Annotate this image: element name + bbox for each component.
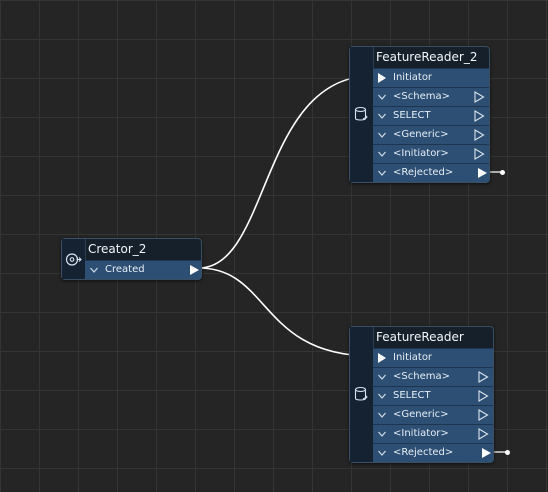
chevron-down-icon[interactable] [89,265,99,275]
node-title[interactable]: Creator_2 [88,242,147,256]
chevron-down-icon[interactable] [377,448,387,458]
port-label: Created [105,264,145,275]
input-port-connected-arrow[interactable] [378,353,386,363]
node-icon-column [350,47,374,182]
port-label: Initiator [393,352,433,363]
port-label: <Schema> [393,91,450,102]
output-port-generic[interactable]: <Generic> [373,405,493,424]
output-port-generic[interactable]: <Generic> [373,125,489,144]
port-label: <Rejected> [393,447,454,458]
port-label: <Rejected> [393,167,454,178]
output-port-arrow-icon[interactable] [473,91,485,103]
chevron-down-icon[interactable] [377,168,387,178]
node-icon-column [62,239,86,279]
input-port-initiator[interactable]: Initiator [373,348,493,367]
output-port-schema[interactable]: <Schema> [373,87,489,106]
chevron-down-icon[interactable] [377,410,387,420]
output-port-select[interactable]: SELECT [373,386,493,405]
database-icon [354,106,368,121]
output-port-initiator[interactable]: <Initiator> [373,424,493,443]
output-port-initiator[interactable]: <Initiator> [373,144,489,163]
port-label: <Initiator> [393,428,449,439]
chevron-down-icon[interactable] [377,130,387,140]
node-title[interactable]: FeatureReader_2 [376,50,478,64]
output-port-arrow-icon[interactable] [477,390,489,402]
connection-creator-to-featurereader-2[interactable] [198,75,373,269]
output-port-arrow-icon[interactable] [477,409,489,421]
input-port-initiator[interactable]: Initiator [373,68,489,87]
port-label: SELECT [393,390,431,401]
node-creator-2[interactable]: Creator_2 Created [61,238,202,280]
input-port-connected-arrow[interactable] [378,73,386,83]
wire-end-dot [500,170,505,175]
chevron-down-icon[interactable] [377,111,387,121]
node-icon-column [350,327,374,462]
output-port-schema[interactable]: <Schema> [373,367,493,386]
output-port-arrow-icon[interactable] [473,110,485,122]
output-port-arrow-icon[interactable] [477,371,489,383]
chevron-down-icon[interactable] [377,372,387,382]
output-port-connected-arrow[interactable] [190,265,199,275]
creator-icon [65,253,82,266]
node-featurereader[interactable]: FeatureReader Initiator <Schema> SELECT … [349,326,494,463]
output-port-connected-arrow[interactable] [482,448,491,458]
port-label: <Generic> [393,409,449,420]
port-label: <Schema> [393,371,450,382]
database-icon [354,386,368,401]
node-title[interactable]: FeatureReader [376,330,464,344]
wire-end-dot [505,450,510,455]
output-port-created[interactable]: Created [85,260,201,279]
chevron-down-icon[interactable] [377,92,387,102]
chevron-down-icon[interactable] [377,149,387,159]
output-port-arrow-icon[interactable] [477,428,489,440]
output-port-select[interactable]: SELECT [373,106,489,125]
connection-creator-to-featurereader[interactable] [198,267,373,357]
chevron-down-icon[interactable] [377,391,387,401]
port-label: Initiator [393,72,433,83]
port-label: <Generic> [393,129,449,140]
port-label: SELECT [393,110,431,121]
output-port-arrow-icon[interactable] [473,129,485,141]
output-port-rejected[interactable]: <Rejected> [373,163,489,182]
port-label: <Initiator> [393,148,449,159]
output-port-arrow-icon[interactable] [473,148,485,160]
output-port-connected-arrow[interactable] [478,168,487,178]
node-featurereader-2[interactable]: FeatureReader_2 Initiator <Schema> SELEC… [349,46,490,183]
chevron-down-icon[interactable] [377,429,387,439]
output-port-rejected[interactable]: <Rejected> [373,443,493,462]
